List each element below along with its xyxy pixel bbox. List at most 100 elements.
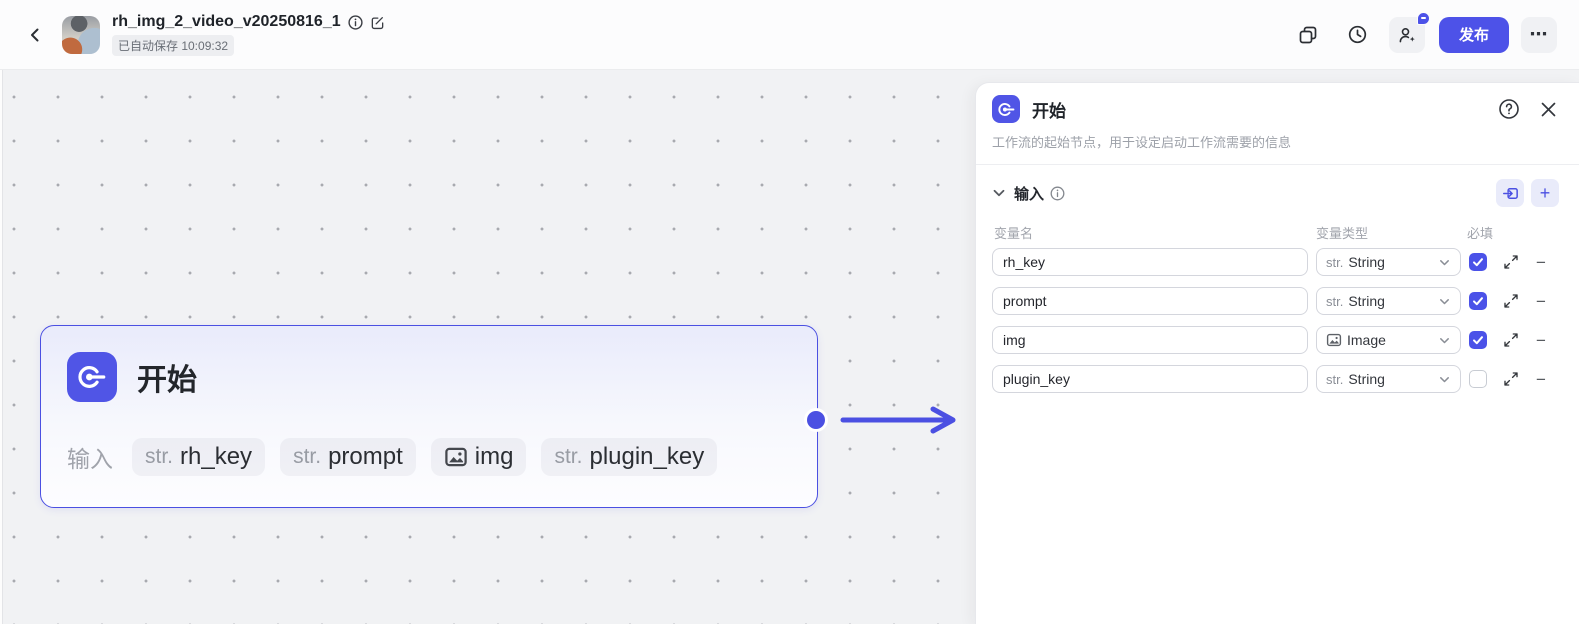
input-tag: str. rh_key bbox=[132, 438, 266, 476]
column-required: 必填 bbox=[1467, 226, 1494, 241]
tag-name: plugin_key bbox=[589, 443, 705, 470]
variable-type-select[interactable]: str. String bbox=[1316, 365, 1461, 393]
variable-row: str. String − bbox=[992, 287, 1579, 315]
str-type-tag: str. bbox=[1326, 371, 1344, 387]
variable-row: str. String − bbox=[992, 248, 1579, 276]
title-block: rh_img_2_video_v20250816_1 已自动保存 10:09:3… bbox=[112, 13, 385, 56]
variable-row: Image − bbox=[992, 326, 1579, 354]
workflow-avatar bbox=[62, 15, 100, 54]
start-node-io: 输入 str. rh_key str. prompt img str. plug… bbox=[67, 438, 718, 476]
collaboration-button[interactable] bbox=[1388, 11, 1430, 53]
expand-variable-button[interactable] bbox=[1503, 293, 1519, 309]
variable-rows: str. String − str. String bbox=[976, 248, 1579, 393]
panel-title: 开始 bbox=[1032, 101, 1066, 121]
tag-name: img bbox=[474, 443, 514, 470]
output-port[interactable] bbox=[807, 411, 825, 429]
start-node-title: 开始 bbox=[137, 364, 197, 397]
start-node-icon bbox=[67, 352, 117, 402]
str-type-tag: str. bbox=[1326, 254, 1344, 270]
remove-variable-button[interactable]: − bbox=[1536, 252, 1546, 272]
inputs-section-title: 输入 bbox=[1014, 185, 1045, 203]
divider bbox=[976, 164, 1579, 165]
variable-name-input[interactable] bbox=[992, 326, 1308, 354]
collaborator-icon bbox=[1399, 27, 1415, 42]
expand-icon bbox=[1504, 255, 1518, 269]
required-checkbox[interactable] bbox=[1469, 331, 1487, 349]
required-checkbox[interactable] bbox=[1469, 292, 1487, 310]
type-prefix: str. bbox=[145, 445, 174, 468]
variable-type-select[interactable]: str. String bbox=[1316, 248, 1461, 276]
plus-icon: + bbox=[1539, 183, 1551, 203]
table-column-headers: 变量名 变量类型 必填 bbox=[992, 223, 1563, 241]
expand-icon bbox=[1504, 333, 1518, 347]
type-label: String bbox=[1348, 371, 1385, 387]
chevron-down-icon bbox=[1440, 337, 1449, 343]
panel-description: 工作流的起始节点，用于设定启动工作流需要的信息 bbox=[992, 135, 1292, 150]
required-checkbox[interactable] bbox=[1469, 253, 1487, 271]
import-icon bbox=[1502, 187, 1518, 199]
inputs-section-header: 输入 + bbox=[992, 179, 1559, 207]
duplicate-button[interactable] bbox=[1295, 22, 1321, 48]
required-checkbox[interactable] bbox=[1469, 370, 1487, 388]
type-label: String bbox=[1348, 293, 1385, 309]
type-prefix: str. bbox=[554, 445, 583, 468]
help-icon bbox=[1499, 99, 1519, 119]
chevron-down-icon bbox=[1440, 298, 1449, 304]
variable-name-input[interactable] bbox=[992, 287, 1308, 315]
column-variable-type: 变量类型 bbox=[1316, 226, 1369, 241]
variable-type-select[interactable]: Image bbox=[1316, 326, 1461, 354]
topbar-actions: 发布 ⋯ bbox=[1295, 11, 1557, 53]
chevron-down-icon bbox=[993, 189, 1005, 197]
topbar: rh_img_2_video_v20250816_1 已自动保存 10:09:3… bbox=[0, 0, 1579, 70]
start-node[interactable]: 开始 输入 str. rh_key str. prompt img str. p… bbox=[40, 325, 818, 508]
collab-status-badge bbox=[1416, 11, 1430, 25]
remove-variable-button[interactable]: − bbox=[1536, 291, 1546, 311]
autosave-badge: 已自动保存 10:09:32 bbox=[112, 35, 235, 56]
input-tag: img bbox=[430, 438, 527, 476]
check-icon bbox=[1473, 336, 1483, 345]
edit-icon[interactable] bbox=[370, 15, 385, 30]
remove-variable-button[interactable]: − bbox=[1536, 330, 1546, 350]
collapse-section-button[interactable] bbox=[992, 186, 1006, 200]
type-prefix: str. bbox=[293, 445, 322, 468]
image-icon bbox=[445, 447, 467, 467]
image-icon bbox=[1326, 333, 1342, 347]
back-button[interactable] bbox=[22, 22, 48, 48]
tag-name: rh_key bbox=[180, 443, 253, 470]
add-variable-button[interactable]: + bbox=[1531, 179, 1559, 207]
expand-icon bbox=[1504, 372, 1518, 386]
chevron-down-icon bbox=[1440, 376, 1449, 382]
remove-variable-button[interactable]: − bbox=[1536, 369, 1546, 389]
close-button[interactable] bbox=[1540, 101, 1557, 118]
import-json-button[interactable] bbox=[1496, 179, 1524, 207]
history-clock-icon bbox=[1349, 25, 1367, 44]
variable-name-input[interactable] bbox=[992, 248, 1308, 276]
type-label: String bbox=[1348, 254, 1385, 270]
tag-name: prompt bbox=[328, 443, 403, 470]
variable-type-select[interactable]: str. String bbox=[1316, 287, 1461, 315]
column-variable-name: 变量名 bbox=[994, 226, 1034, 241]
expand-variable-button[interactable] bbox=[1503, 371, 1519, 387]
info-icon[interactable] bbox=[1050, 186, 1065, 201]
variable-row: str. String − bbox=[992, 365, 1579, 393]
input-tag: str. plugin_key bbox=[541, 438, 718, 476]
connection-arrow-icon bbox=[840, 406, 956, 434]
variable-name-input[interactable] bbox=[992, 365, 1308, 393]
info-icon[interactable] bbox=[348, 14, 363, 30]
help-button[interactable] bbox=[1498, 98, 1520, 120]
check-icon bbox=[1473, 258, 1483, 267]
expand-icon bbox=[1504, 294, 1518, 308]
input-tag: str. prompt bbox=[280, 438, 416, 476]
expand-variable-button[interactable] bbox=[1503, 254, 1519, 270]
node-inputs-label: 输入 bbox=[67, 446, 113, 472]
panel-header: 开始 bbox=[976, 83, 1579, 123]
more-button[interactable]: ⋯ bbox=[1521, 16, 1557, 53]
copy-icon bbox=[1299, 26, 1317, 43]
publish-button[interactable]: 发布 bbox=[1438, 16, 1509, 53]
type-label: Image bbox=[1347, 332, 1386, 348]
close-icon bbox=[1541, 102, 1556, 116]
check-icon bbox=[1473, 297, 1483, 306]
expand-variable-button[interactable] bbox=[1503, 332, 1519, 348]
history-button[interactable] bbox=[1345, 22, 1371, 48]
start-node-header: 开始 bbox=[67, 352, 197, 402]
